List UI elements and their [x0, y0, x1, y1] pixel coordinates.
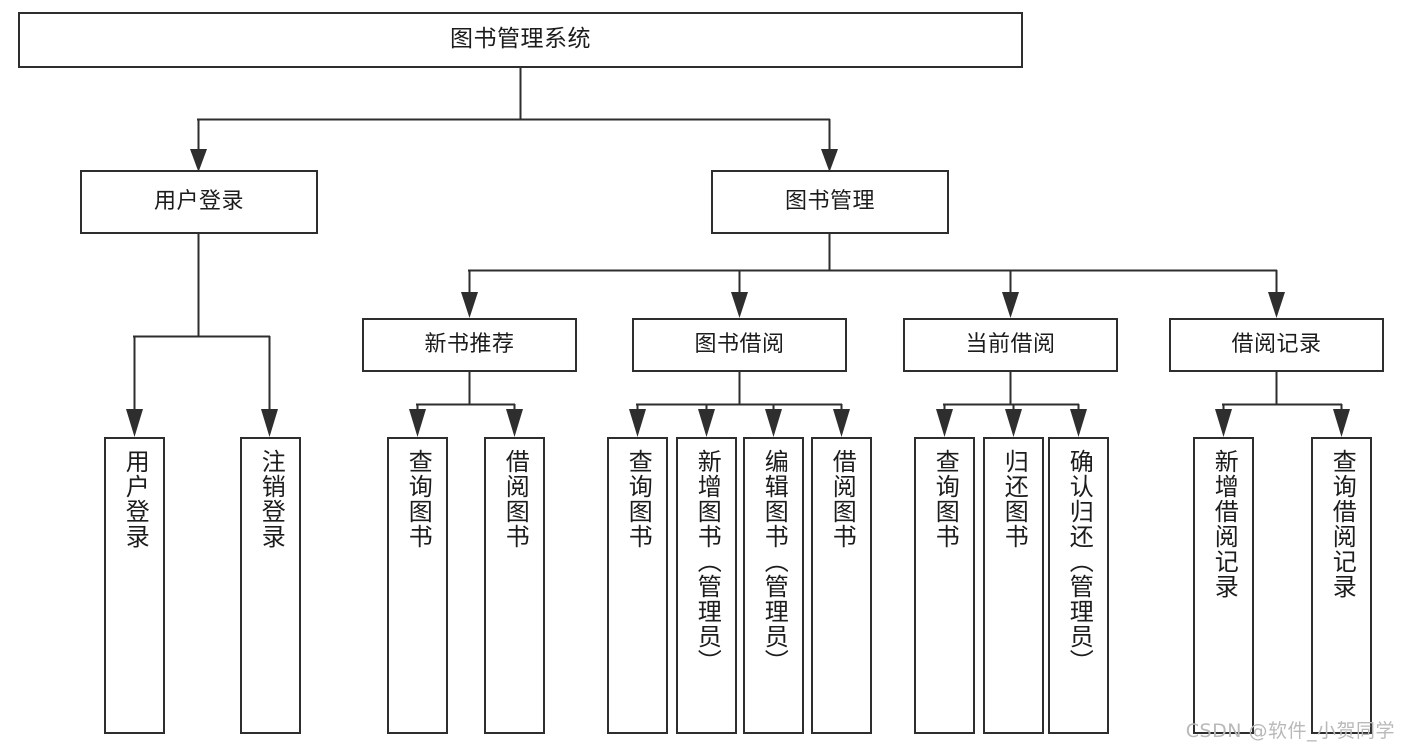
leaf-return-book[interactable]: 归还图书 [983, 437, 1044, 734]
leaf-confirm-return-admin[interactable]: 确认归还（管理员） [1048, 437, 1109, 734]
leaf-borrow-book-1-label: 借阅图书 [501, 449, 530, 549]
leaf-query-borrow-record[interactable]: 查询借阅记录 [1311, 437, 1372, 734]
leaf-edit-book-admin[interactable]: 编辑图书（管理员） [743, 437, 804, 734]
leaf-user-login-label: 用户登录 [121, 449, 150, 549]
leaf-query-book-3[interactable]: 查询图书 [914, 437, 975, 734]
csdn-watermark: CSDN @软件_小贺同学 [1185, 720, 1395, 742]
node-user-login[interactable]: 用户登录 [80, 170, 318, 234]
leaf-query-borrow-record-label: 查询借阅记录 [1328, 449, 1357, 599]
node-book-borrow-label: 图书借阅 [694, 332, 785, 358]
leaf-add-book-admin-label: 新增图书（管理员） [693, 449, 722, 674]
leaf-return-book-label: 归还图书 [1000, 449, 1029, 549]
node-new-book-recommend-label: 新书推荐 [424, 332, 515, 358]
leaf-add-borrow-record-label: 新增借阅记录 [1210, 449, 1239, 599]
leaf-user-login[interactable]: 用户登录 [104, 437, 165, 734]
leaf-query-book-1[interactable]: 查询图书 [387, 437, 448, 734]
node-borrow-record-label: 借阅记录 [1231, 332, 1322, 358]
leaf-query-book-1-label: 查询图书 [404, 449, 433, 549]
node-root-label: 图书管理系统 [450, 26, 591, 53]
leaf-edit-book-admin-label: 编辑图书（管理员） [760, 449, 789, 674]
leaf-query-book-2[interactable]: 查询图书 [607, 437, 668, 734]
leaf-query-book-3-label: 查询图书 [931, 449, 960, 549]
node-root[interactable]: 图书管理系统 [18, 12, 1023, 68]
node-book-borrow[interactable]: 图书借阅 [632, 318, 847, 372]
leaf-borrow-book-2-label: 借阅图书 [828, 449, 857, 549]
node-book-manage[interactable]: 图书管理 [711, 170, 949, 234]
leaf-query-book-2-label: 查询图书 [624, 449, 653, 549]
node-book-manage-label: 图书管理 [784, 189, 875, 215]
node-new-book-recommend[interactable]: 新书推荐 [362, 318, 577, 372]
leaf-add-borrow-record[interactable]: 新增借阅记录 [1193, 437, 1254, 734]
leaf-logout[interactable]: 注销登录 [240, 437, 301, 734]
leaf-borrow-book-2[interactable]: 借阅图书 [811, 437, 872, 734]
leaf-add-book-admin[interactable]: 新增图书（管理员） [676, 437, 737, 734]
node-current-borrow[interactable]: 当前借阅 [903, 318, 1118, 372]
node-current-borrow-label: 当前借阅 [965, 332, 1056, 358]
leaf-confirm-return-admin-label: 确认归还（管理员） [1065, 449, 1094, 674]
leaf-logout-label: 注销登录 [257, 449, 286, 549]
node-user-login-label: 用户登录 [153, 189, 244, 215]
leaf-borrow-book-1[interactable]: 借阅图书 [484, 437, 545, 734]
node-borrow-record[interactable]: 借阅记录 [1169, 318, 1384, 372]
